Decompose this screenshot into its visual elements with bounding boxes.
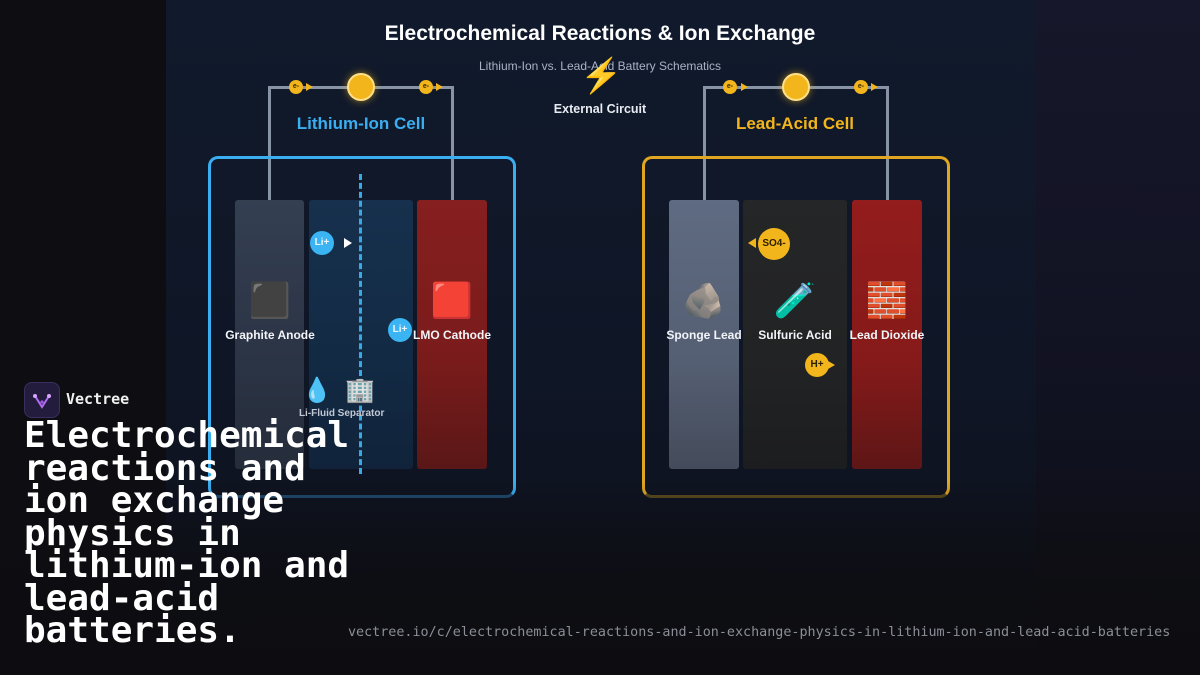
bottom-fade-overlay (0, 480, 1200, 675)
sponge-lead-label: Sponge Lead (666, 328, 742, 342)
lead-cell-title: Lead-Acid Cell (735, 114, 855, 133)
vectree-logo-icon (24, 382, 60, 418)
page-url[interactable]: vectree.io/c/electrochemical-reactions-a… (348, 625, 1171, 640)
separator-line (359, 174, 362, 474)
droplet-icon: 💧 (302, 377, 332, 404)
sulfate-ion: SO4- (758, 228, 790, 260)
external-circuit-label: External Circuit (553, 102, 647, 116)
diagram-subtitle: Lithium-Ion vs. Lead-Acid Battery Schema… (478, 59, 722, 73)
li-lamp-icon (347, 73, 375, 101)
sulfate-ion-arrow (748, 238, 756, 248)
red-square-icon: 🟥 (430, 282, 474, 320)
sponge-lead-electrode (669, 200, 739, 469)
diagram-title: Electrochemical Reactions & Ion Exchange (384, 22, 816, 45)
graphite-anode-electrode (235, 200, 304, 469)
lead-dioxide-electrode (852, 200, 922, 469)
li-wire-left (268, 86, 271, 200)
test-tube-icon: 🧪 (773, 282, 817, 320)
lithium-cell-title: Lithium-Ion Cell (296, 114, 426, 133)
brick-icon: 🧱 (865, 282, 909, 320)
lead-wire-right (886, 86, 889, 200)
lead-lamp-icon (782, 73, 810, 101)
rock-icon: 🪨 (682, 282, 726, 320)
brand-name: Vectree (66, 390, 130, 408)
lead-dioxide-label: Lead Dioxide (849, 328, 925, 342)
li-ion-top-arrow (344, 238, 352, 248)
lead-electron-arrow-left (741, 83, 748, 91)
li-fluid-label: Li-Fluid (298, 408, 336, 419)
li-electron-right: e- (419, 80, 433, 94)
lead-electron-arrow-right (871, 83, 878, 91)
li-electron-arrow-right (436, 83, 443, 91)
li-ion-middle: Li+ (388, 318, 412, 342)
lmo-cathode-label: LMO Cathode (413, 328, 491, 342)
lmo-cathode-electrode (417, 200, 487, 469)
hydrogen-ion: H+ (805, 353, 829, 377)
li-electron-left: e- (289, 80, 303, 94)
headline: Electrochemical reactions and ion exchan… (24, 415, 350, 651)
lead-electron-right: e- (854, 80, 868, 94)
black-square-icon: ⬛ (248, 282, 292, 320)
building-icon: 🏢 (345, 377, 375, 404)
sulfuric-acid-label: Sulfuric Acid (758, 328, 832, 342)
lead-electron-left: e- (723, 80, 737, 94)
li-electron-arrow-left (306, 83, 313, 91)
hydrogen-ion-arrow (828, 361, 835, 369)
lead-wire-left (703, 86, 706, 200)
separator-label: Separator (337, 408, 385, 419)
graphite-anode-label: Graphite Anode (225, 328, 315, 342)
lightning-bolt-icon: ⚡ (580, 57, 623, 95)
li-wire-right (451, 86, 454, 200)
li-ion-top: Li+ (310, 231, 334, 255)
